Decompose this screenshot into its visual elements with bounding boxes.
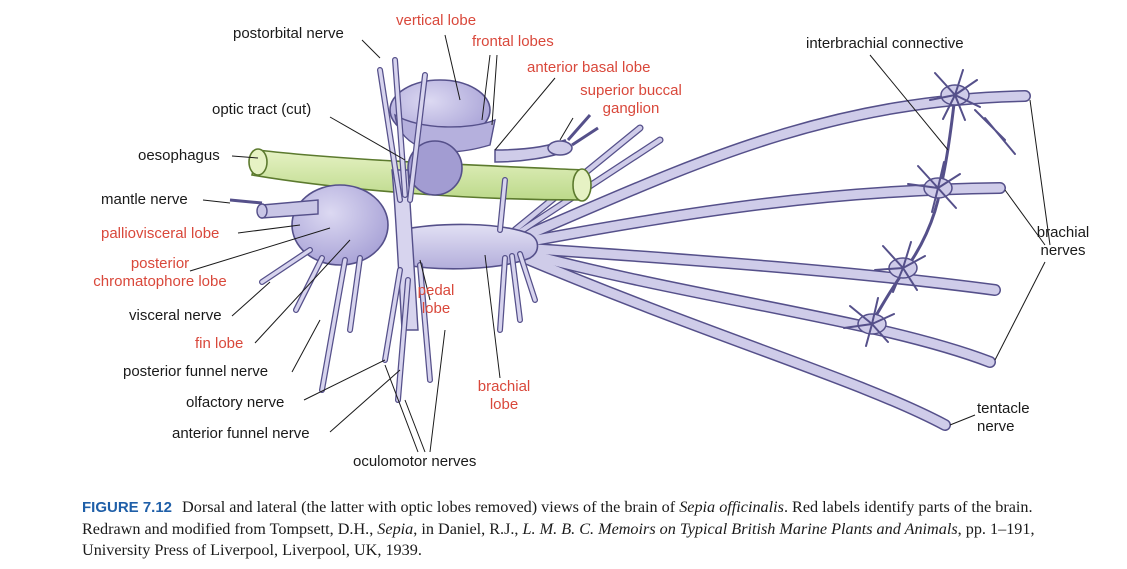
- caption-book: Sepia: [377, 519, 414, 538]
- label-superior-buccal-ganglion: superior buccal ganglion: [570, 82, 692, 118]
- caption-text-3: , in Daniel, R.J.,: [413, 519, 523, 538]
- label-palliovisceral-lobe: palliovisceral lobe: [101, 225, 220, 242]
- figure-caption: FIGURE 7.12 Dorsal and lateral (the latte…: [82, 497, 1092, 562]
- palliovisceral-lobe-shape: [229, 184, 389, 266]
- label-brachial-lobe-line1: brachial: [477, 378, 531, 395]
- label-anterior-basal-lobe: anterior basal lobe: [527, 59, 651, 76]
- label-olfactory-nerve: olfactory nerve: [186, 394, 285, 411]
- label-pedal-lobe-line2: lobe: [421, 300, 451, 317]
- label-posterior-chromatophore-line1: posterior: [130, 255, 190, 272]
- caption-series: L. M. B. C. Memoirs on Typical British M…: [522, 519, 958, 538]
- leader-lines: [189, 34, 1051, 453]
- label-tentacle-nerve-line1: tentacle: [977, 400, 1030, 417]
- caption-text-2: . Red labels identify parts of the brain…: [82, 498, 1033, 538]
- label-vertical-lobe: vertical lobe: [396, 12, 477, 29]
- interbrachial-connective: [868, 94, 957, 326]
- label-brachial-nerves-line1: brachial: [1036, 224, 1090, 241]
- ganglion-branches: [843, 69, 1016, 347]
- label-brachial-lobe-line2: lobe: [489, 396, 519, 413]
- label-brachial-nerves-line2: nerves: [1040, 242, 1086, 259]
- peripheral-nerves: [259, 57, 538, 403]
- label-pedal-lobe: pedal lobe: [412, 282, 460, 318]
- label-pedal-lobe-line1: pedal: [417, 282, 455, 299]
- label-mantle-nerve: mantle nerve: [101, 191, 188, 208]
- label-posterior-chromatophore-line2: chromatophore lobe: [93, 273, 227, 290]
- label-tentacle-nerve-line2: nerve: [977, 418, 1015, 435]
- label-oculomotor-nerves: oculomotor nerves: [353, 453, 477, 470]
- label-superior-buccal-line1: superior buccal: [580, 82, 682, 99]
- label-brachial-nerves: brachial nerves: [1027, 224, 1099, 260]
- figure-number: FIGURE 7.12: [82, 499, 173, 516]
- label-posterior-chromatophore-lobe: posterior chromatophore lobe: [82, 255, 238, 291]
- caption-text-4: , pp. 1–191, University Press of Liverpo…: [82, 519, 1035, 560]
- label-interbrachial-connective: interbrachial connective: [806, 35, 964, 52]
- label-posterior-funnel-nerve: posterior funnel nerve: [123, 363, 269, 380]
- vertical-lobe-shape: [389, 79, 496, 153]
- label-visceral-nerve: visceral nerve: [129, 307, 222, 324]
- optic-tract-cut: [407, 140, 463, 196]
- label-fin-lobe: fin lobe: [195, 335, 244, 352]
- caption-species: Sepia officinalis: [679, 498, 784, 516]
- label-frontal-lobes: frontal lobes: [472, 33, 554, 50]
- label-postorbital-nerve: postorbital nerve: [233, 25, 344, 42]
- label-brachial-lobe: brachial lobe: [470, 378, 538, 414]
- label-tentacle-nerve: tentacle nerve: [977, 400, 1030, 436]
- superior-buccal-ganglion-shape: [494, 114, 599, 163]
- caption-text-1: Dorsal and lateral (the latter with opti…: [182, 498, 680, 516]
- label-superior-buccal-line2: ganglion: [602, 100, 660, 117]
- label-optic-tract: optic tract (cut): [212, 101, 312, 118]
- brain-diagram: [189, 34, 1051, 453]
- label-oesophagus: oesophagus: [138, 147, 220, 164]
- label-anterior-funnel-nerve: anterior funnel nerve: [172, 425, 310, 442]
